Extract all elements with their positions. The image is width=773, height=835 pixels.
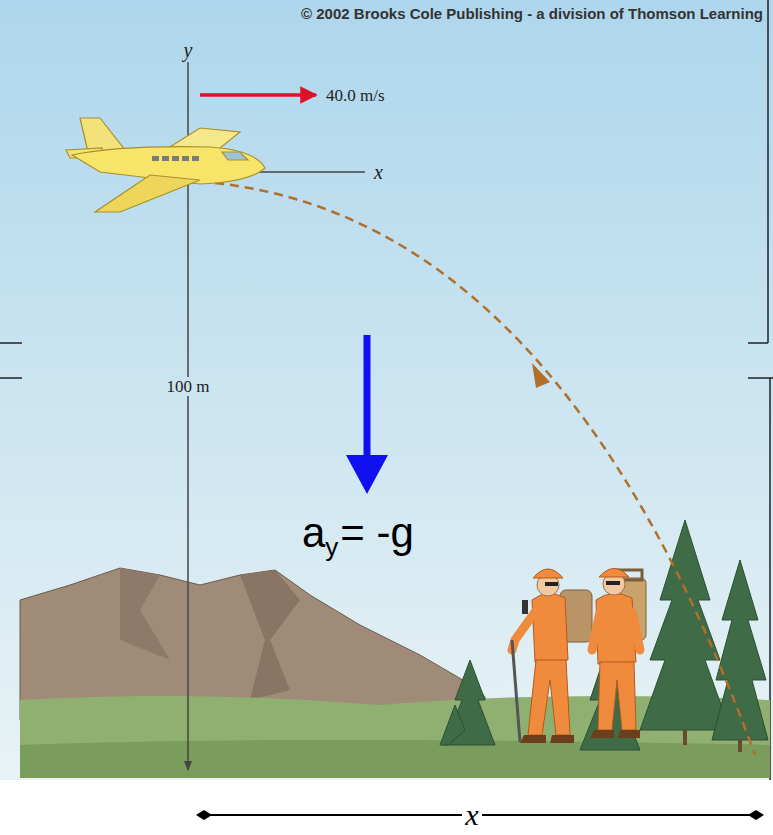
axis-label: y xyxy=(184,40,193,60)
mountain-shadow xyxy=(120,568,170,660)
tree xyxy=(440,520,768,750)
velocity-arrow xyxy=(200,93,316,97)
sky xyxy=(0,0,773,780)
distance-dimension: x xyxy=(462,799,481,831)
acceleration-subscript: y xyxy=(325,534,338,560)
copyright-notice: © 2002 Brooks Cole Publishing - a divisi… xyxy=(301,6,763,21)
acceleration-value: = -g xyxy=(340,512,414,554)
mountain-shadow xyxy=(240,570,300,700)
frame-lines xyxy=(0,0,773,780)
dimension-end xyxy=(748,810,764,820)
hiker xyxy=(512,569,592,743)
axis-label: x xyxy=(374,162,383,182)
ground xyxy=(20,740,770,778)
tree-trunk xyxy=(685,730,740,752)
trajectory-arrowhead xyxy=(532,363,550,388)
dimension-end xyxy=(196,810,212,820)
gravity-arrowhead xyxy=(346,455,388,494)
airplane xyxy=(66,118,265,212)
hiker xyxy=(590,569,646,739)
acceleration-symbol: a xyxy=(302,512,325,554)
trajectory xyxy=(215,183,755,755)
speed-value: 40.0 m/s xyxy=(326,87,385,104)
gravity-arrow xyxy=(364,335,371,460)
height-dimension: 100 m xyxy=(164,377,213,396)
